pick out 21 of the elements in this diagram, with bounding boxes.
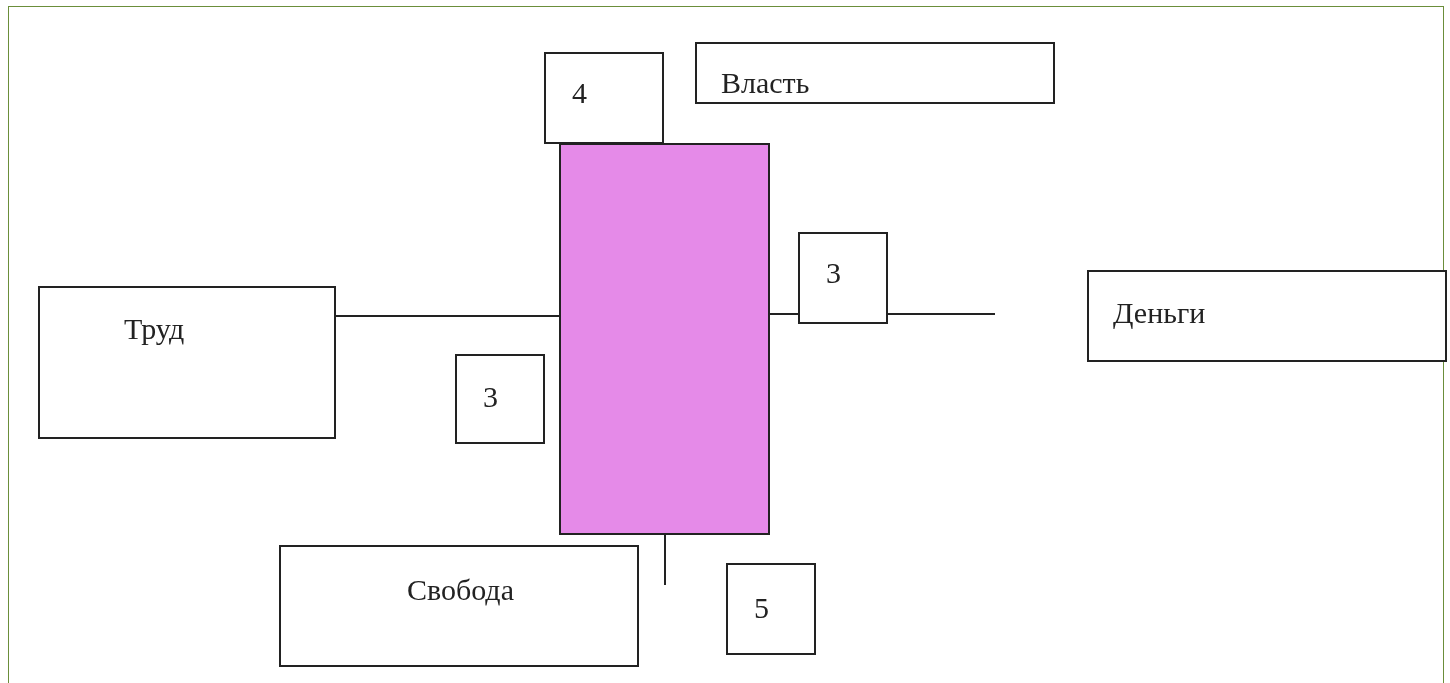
filled-rectangle [559, 143, 770, 535]
connector-line [664, 534, 666, 586]
text-box [455, 354, 545, 444]
text-box [1087, 270, 1447, 362]
box-label: 4 [572, 78, 587, 108]
box-label: Власть [721, 68, 810, 98]
text-box [544, 52, 664, 144]
text-box [38, 286, 336, 439]
box-label: Деньги [1113, 298, 1206, 328]
connector-line [769, 313, 799, 315]
text-box [726, 563, 816, 655]
box-label: 3 [826, 258, 841, 288]
connector-line [335, 315, 560, 317]
box-label: Свобода [407, 575, 514, 605]
connector-line [887, 313, 996, 315]
text-box [279, 545, 639, 667]
box-label: Труд [124, 314, 185, 344]
text-box [695, 42, 1055, 104]
box-label: 3 [483, 382, 498, 412]
text-box [798, 232, 888, 324]
box-label: 5 [754, 593, 769, 623]
